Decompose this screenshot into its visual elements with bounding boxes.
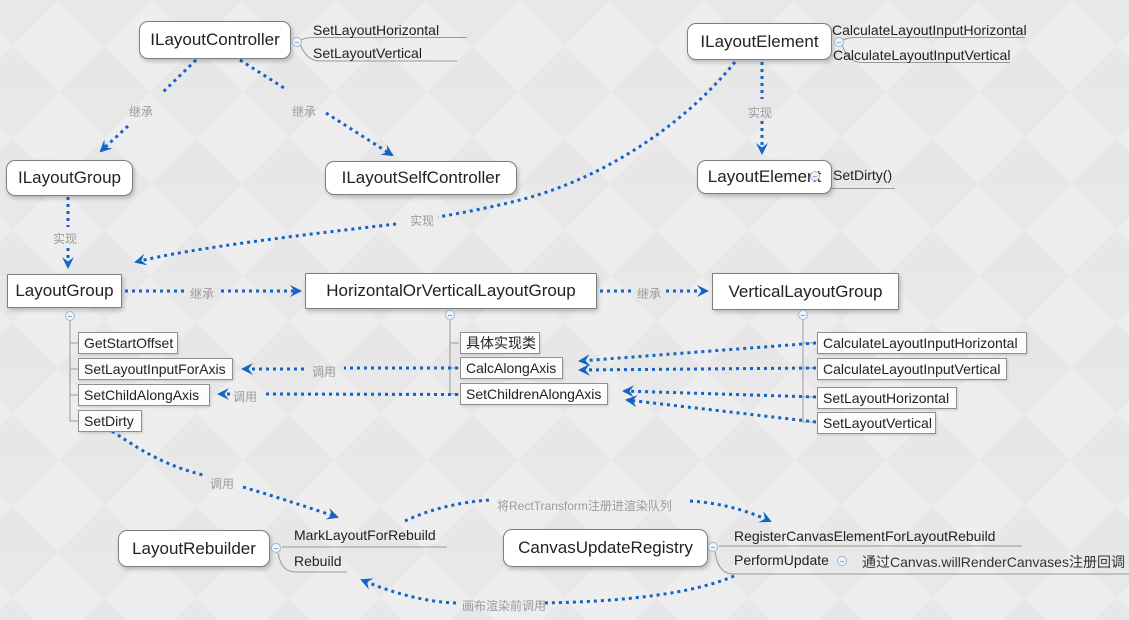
arrow-call-marklayoutforrebuild [111,429,339,520]
collapse-icon-layoutelement[interactable] [810,171,820,181]
node-horizontalorverticallayoutgroup[interactable]: HorizontalOrVerticalLayoutGroup [305,273,597,309]
node-ilayoutselfcontroller[interactable]: ILayoutSelfController [325,161,517,195]
arrow-calcinputv-to-calcalongaxis [578,363,817,376]
collapse-icon-ilayoutelement[interactable] [834,37,844,47]
arrow-performupdate-to-rebuild [360,574,735,605]
method-setlayoutinputforaxis[interactable]: SetLayoutInputForAxis [78,358,233,380]
collapse-icon-canvasupdateregistry[interactable] [708,542,718,552]
node-layoutelement[interactable]: LayoutElement [697,160,832,194]
relation-label-call-3[interactable]: 调用 [210,477,235,491]
node-verticallayoutgroup[interactable]: VerticalLayoutGroup [712,273,899,310]
method-setdirty-call[interactable]: SetDirty() [833,167,893,183]
relation-label-call-2[interactable]: 调用 [233,390,258,404]
relation-label-inherit-3[interactable]: 继承 [190,287,215,301]
relation-label-inherit-1[interactable]: 继承 [129,105,154,119]
label-concrete-implementation[interactable]: 具体实现类 [460,332,540,354]
method-setchildrenalongaxis[interactable]: SetChildrenAlongAxis [460,383,608,405]
method-setlayoutvertical[interactable]: SetLayoutVertical [313,45,422,61]
method-performupdate[interactable]: PerformUpdate [734,552,829,568]
method-registercanvaselementforlayoutrebuild[interactable]: RegisterCanvasElementForLayoutRebuild [734,528,996,544]
method-getstartoffset[interactable]: GetStartOffset [78,332,178,354]
method-setchildalongaxis[interactable]: SetChildAlongAxis [78,384,210,406]
relation-label-pre-render-note[interactable]: 画布渲染前调用 [462,599,547,613]
method-vlg-calculatelayoutinputhorizontal[interactable]: CalculateLayoutInputHorizontal [817,332,1027,354]
method-calcalongaxis[interactable]: CalcAlongAxis [460,357,563,379]
relation-label-call-1[interactable]: 调用 [312,365,337,379]
collapse-icon-verticallayoutgroup[interactable] [798,310,808,320]
collapse-icon-hovlayoutgroup[interactable] [445,310,455,320]
node-ilayoutcontroller[interactable]: ILayoutController [139,21,291,59]
relation-label-implement-2[interactable]: 实现 [53,232,78,246]
node-ilayoutelement[interactable]: ILayoutElement [687,23,832,60]
method-setlayouthorizontal[interactable]: SetLayoutHorizontal [313,22,440,38]
method-rebuild[interactable]: Rebuild [294,553,342,569]
relation-label-register-note[interactable]: 将RectTransform注册进渲染队列 [497,499,672,513]
arrow-setlayouth-to-setchildrenalongaxis [622,385,817,399]
relation-label-implement-1[interactable]: 实现 [748,106,773,120]
arrow-calcinputh-to-calcalongaxis [578,341,817,367]
relation-label-inherit-2[interactable]: 继承 [292,105,317,119]
node-layoutrebuilder[interactable]: LayoutRebuilder [118,530,270,567]
method-vlg-calculatelayoutinputvertical[interactable]: CalculateLayoutInputVertical [817,358,1007,380]
method-marklayoutforrebuild[interactable]: MarkLayoutForRebuild [294,527,436,543]
method-calculatelayoutinputhorizontal[interactable]: CalculateLayoutInputHorizontal [832,22,1027,38]
node-canvasupdateregistry[interactable]: CanvasUpdateRegistry [503,529,708,567]
collapse-icon-ilayoutcontroller[interactable] [292,37,302,47]
arrow-call-setlayoutinputforaxis [241,363,458,375]
node-layoutgroup[interactable]: LayoutGroup [7,274,122,308]
method-vlg-setlayouthorizontal[interactable]: SetLayoutHorizontal [817,387,957,409]
method-setdirty[interactable]: SetDirty [78,410,142,432]
method-vlg-setlayoutvertical[interactable]: SetLayoutVertical [817,412,936,434]
collapse-icon-layoutrebuilder[interactable] [271,543,281,553]
collapse-icon-performupdate[interactable] [837,556,847,566]
node-ilayoutgroup[interactable]: ILayoutGroup [6,160,133,196]
note-performupdate-callback[interactable]: 通过Canvas.willRenderCanvases注册回调 [862,554,1125,570]
arrow-setlayoutv-to-setchildrenalongaxis [625,395,817,424]
relation-label-inherit-4[interactable]: 继承 [637,287,662,301]
collapse-icon-layoutgroup[interactable] [65,311,75,321]
method-calculatelayoutinputvertical[interactable]: CalculateLayoutInputVertical [833,47,1011,63]
branch-lines [69,37,1129,575]
relation-label-implement-3[interactable]: 实现 [410,214,435,228]
